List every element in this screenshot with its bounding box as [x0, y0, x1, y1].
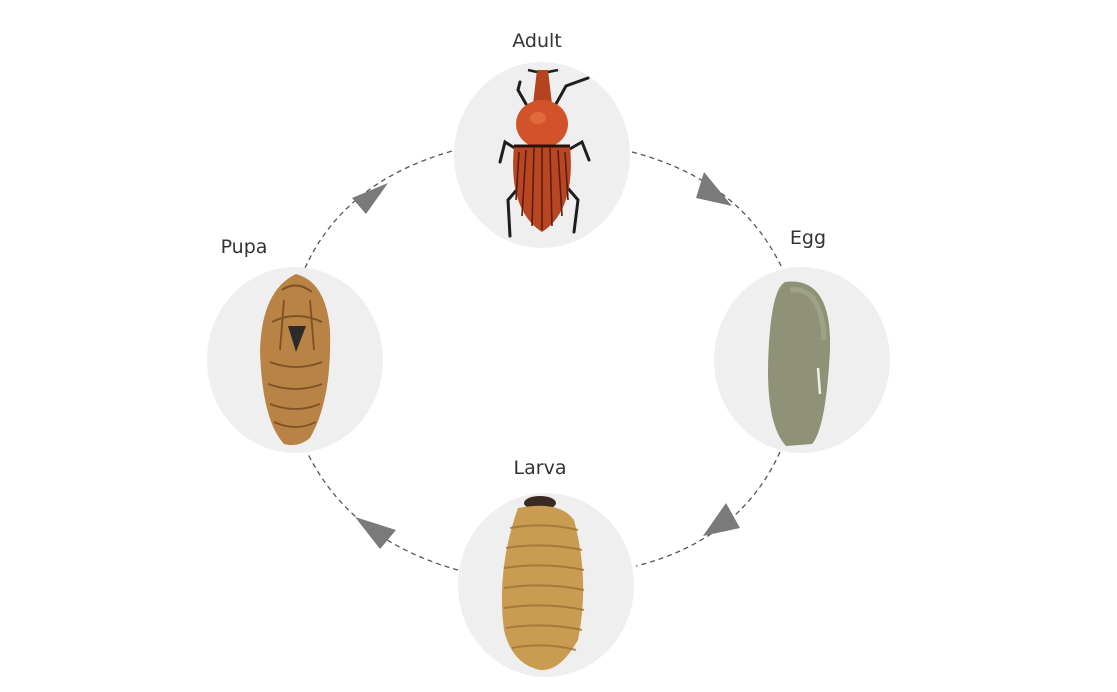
- adult-weevil-icon: [498, 68, 591, 238]
- stage-label-pupa: Pupa: [221, 236, 268, 258]
- connector-larva-to-pupa: [306, 451, 459, 571]
- larva-icon: [501, 496, 585, 671]
- egg-icon: [768, 281, 831, 446]
- arrow-egg-to-larva-icon: [703, 503, 740, 536]
- stage-pupa: Pupa: [207, 236, 383, 453]
- arrow-pupa-to-adult-icon: [352, 183, 388, 214]
- pupa-icon: [260, 274, 331, 446]
- connector-pupa-to-adult: [304, 149, 457, 269]
- connector-egg-to-larva: [635, 451, 781, 567]
- stage-adult: Adult: [454, 30, 630, 248]
- stage-label-egg: Egg: [790, 227, 826, 249]
- stage-label-larva: Larva: [514, 457, 567, 479]
- arrow-adult-to-egg-icon: [696, 172, 732, 206]
- connector-adult-to-egg: [631, 151, 783, 269]
- stage-label-adult: Adult: [512, 30, 562, 52]
- arrow-larva-to-pupa-icon: [355, 517, 396, 549]
- stage-egg: Egg: [714, 227, 890, 453]
- stage-larva: Larva: [458, 457, 634, 677]
